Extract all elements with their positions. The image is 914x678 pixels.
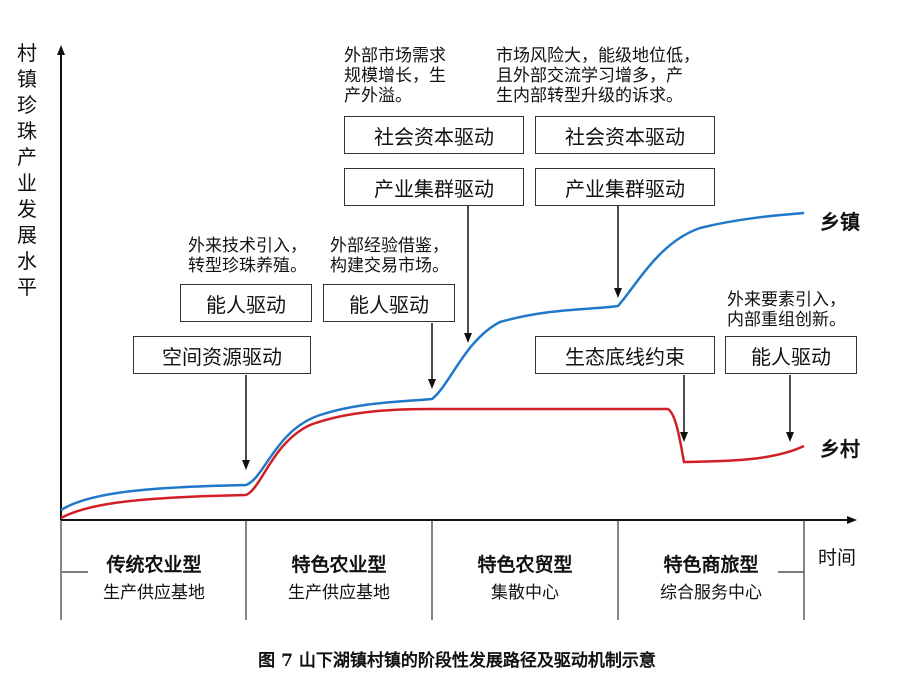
figure-caption: 图 7 山下湖镇村镇的阶段性发展路径及驱动机制示意 [258,651,656,671]
driver-box-social-capital-1: 社会资本驱动 [344,116,524,154]
driver-arrows [242,206,794,470]
township-label: 乡镇 [820,210,860,234]
x-axis-label: 时间 [818,547,857,569]
y-axis-label: 村镇珍珠产业发展水平 [17,41,37,299]
driver-box-talent-3: 能人驱动 [725,336,857,374]
village-curve [60,407,805,520]
driver-box-talent-2: 能人驱动 [323,284,455,322]
stage-1-title: 传统农业型 [106,554,202,576]
note-market-risk: 市场风险大，能级地位低， 且外部交流学习增多，产 生内部转型升级的诉求。 [496,46,700,106]
driver-box-industry-cluster-1: 产业集群驱动 [344,168,524,206]
stage-2-title: 特色农业型 [291,554,387,576]
stage-4-subtitle: 综合服务中心 [660,583,762,603]
township-curve [60,211,805,512]
driver-box-industry-cluster-2: 产业集群驱动 [535,168,715,206]
driver-box-spatial-resource: 空间资源驱动 [133,336,311,374]
stage-3-subtitle: 集散中心 [491,583,559,603]
note-external-factors: 外来要素引入， 内部重组创新。 [727,290,846,330]
stage-2-subtitle: 生产供应基地 [288,583,390,603]
driver-box-talent-1: 能人驱动 [180,284,312,322]
constraint-box-ecological: 生态底线约束 [535,336,715,374]
stage-1-subtitle: 生产供应基地 [103,583,205,603]
note-market-demand: 外部市场需求 规模增长，生 产外溢。 [344,46,446,106]
driver-box-social-capital-2: 社会资本驱动 [535,116,715,154]
note-technology: 外来技术引入， 转型珍珠养殖。 [188,236,307,276]
stage-dividers [60,520,805,620]
stage-4-title: 特色商旅型 [663,554,759,576]
stage-3-title: 特色农贸型 [477,554,573,576]
village-label: 乡村 [820,437,860,461]
note-experience: 外部经验借鉴， 构建交易市场。 [330,236,449,276]
